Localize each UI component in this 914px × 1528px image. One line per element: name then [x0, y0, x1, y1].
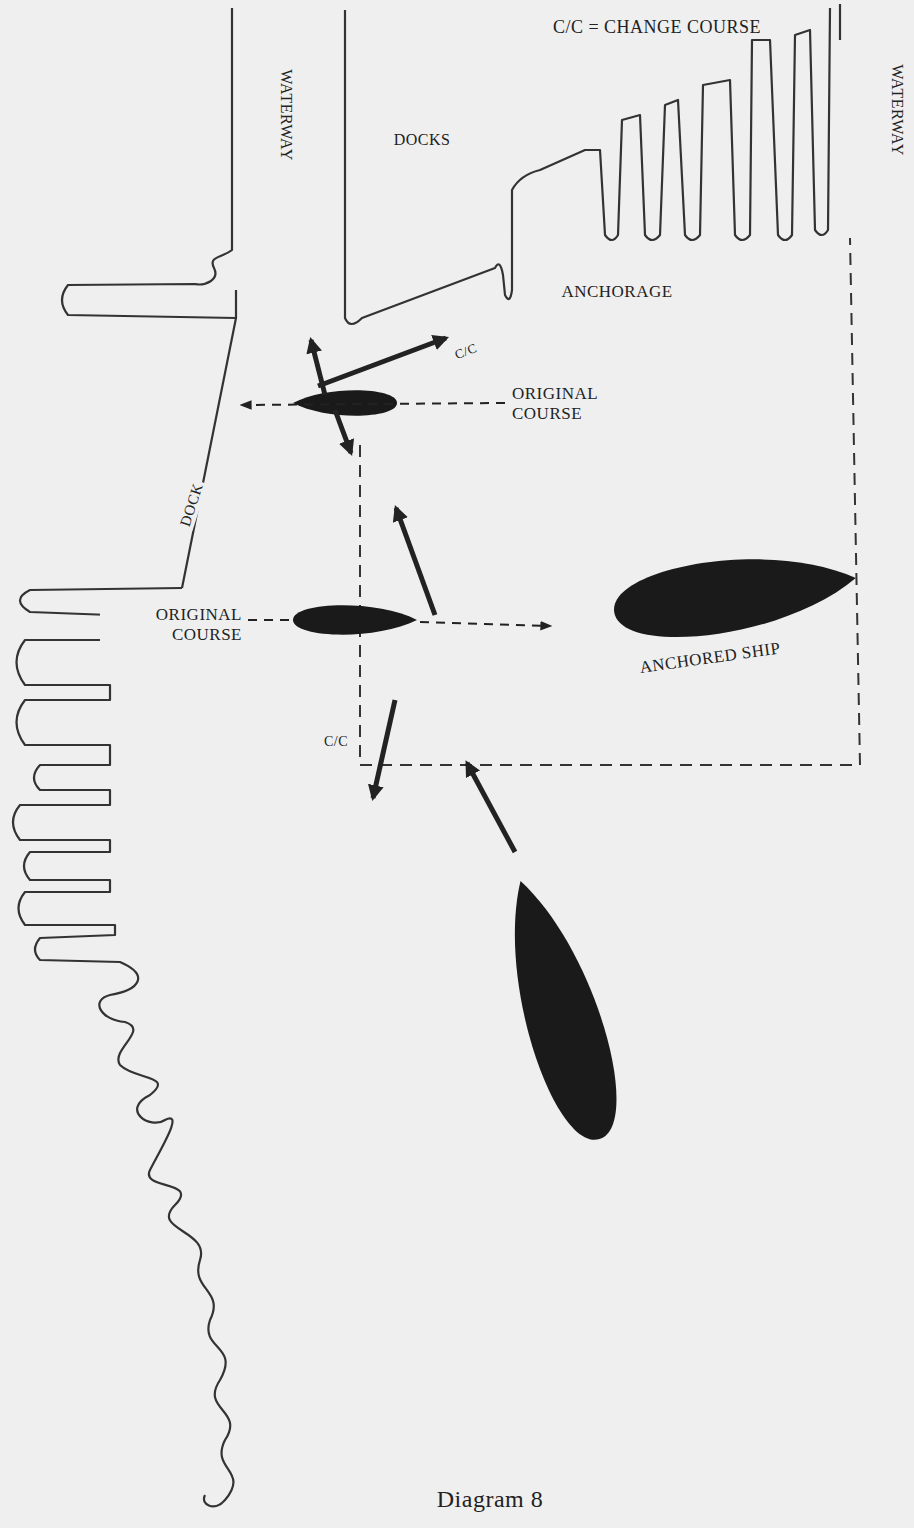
waterway-label: WATERWAY [888, 64, 906, 155]
dock-label: DOCK [176, 479, 207, 530]
lower-ship [293, 605, 417, 634]
course-lines [242, 403, 550, 626]
caption: Diagram 8 [437, 1486, 543, 1514]
west-coastline [13, 588, 233, 1506]
course-label: ORIGINAL COURSE [100, 605, 244, 644]
ship-label: ANCHORED SHIP [636, 638, 783, 678]
west-shore [62, 8, 236, 588]
legend-note: C/C = CHANGE COURSE [553, 17, 761, 38]
course-change-label: C/C [322, 734, 350, 750]
anchorage-boundary [360, 238, 860, 765]
anchored-ship [609, 542, 861, 648]
approaching-ship [485, 870, 635, 1150]
course-label: ORIGINAL COURSE [510, 384, 626, 423]
upper-ship [293, 390, 397, 415]
course-arrows [311, 338, 515, 852]
area-label: ANCHORAGE [561, 282, 672, 302]
docks-shore [345, 4, 840, 324]
area-label: DOCKS [394, 131, 451, 149]
ships [293, 390, 861, 1150]
waterway-label: WATERWAY [277, 69, 295, 160]
course-change-label: C/C [451, 340, 481, 363]
